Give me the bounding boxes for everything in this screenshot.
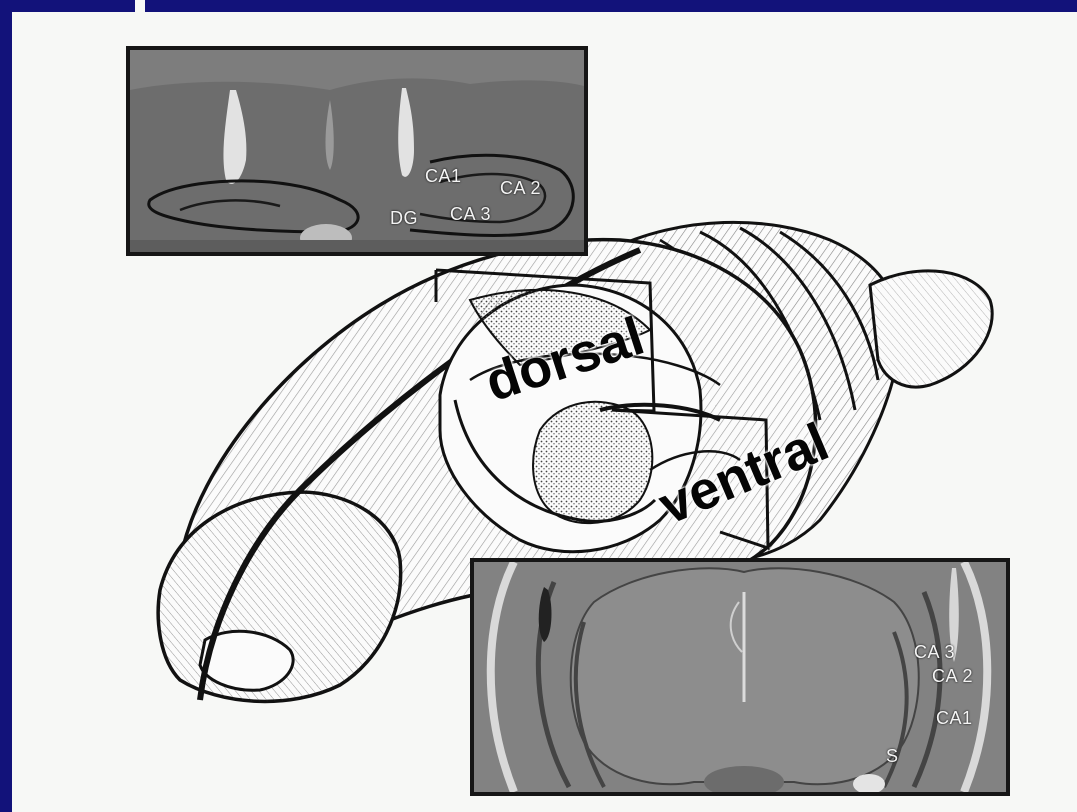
ventral-s-label: S — [886, 746, 899, 767]
dorsal-section-micrograph: CA1 CA 2 DG CA 3 — [126, 46, 588, 256]
ventral-ca3-label: CA 3 — [914, 642, 955, 663]
brainstem-shape — [870, 271, 992, 387]
dorsal-ca2-label: CA 2 — [500, 178, 541, 199]
dorsal-ca3-label: CA 3 — [450, 204, 491, 225]
dorsal-section-tissue — [130, 50, 584, 252]
ventral-ca1-label: CA1 — [936, 708, 973, 729]
ventral-ca2-label: CA 2 — [932, 666, 973, 687]
dorsal-ca1-label: CA1 — [425, 166, 462, 187]
dorsal-dg-label: DG — [390, 208, 418, 229]
ventral-section-tissue — [474, 562, 1006, 792]
ventral-section-micrograph: CA 3 CA 2 CA1 S — [470, 558, 1010, 796]
